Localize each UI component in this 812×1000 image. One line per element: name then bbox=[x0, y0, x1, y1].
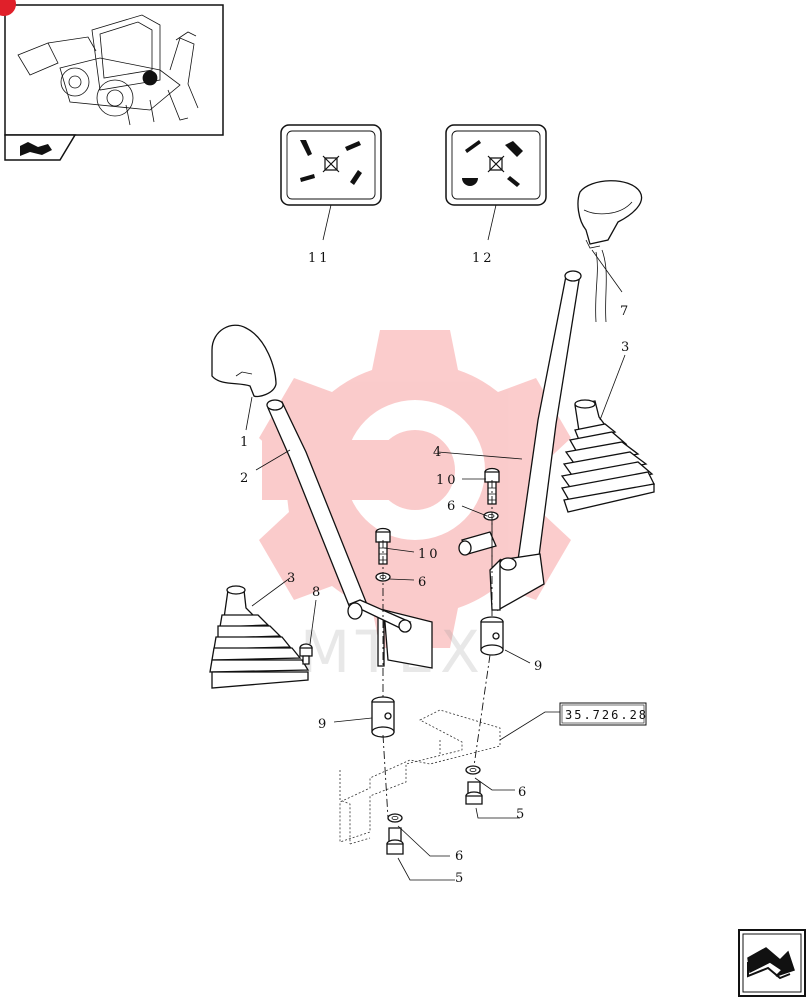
decal-12 bbox=[445, 124, 547, 206]
right-control-lever bbox=[458, 180, 643, 612]
coupler-9-left bbox=[371, 696, 395, 738]
callout-5-left: 5 bbox=[455, 871, 466, 886]
reference-box: 35.726.28 bbox=[559, 702, 648, 726]
right-rubber-boot bbox=[560, 399, 655, 513]
callout-6-a: 6 bbox=[447, 499, 458, 514]
callout-9-left: 9 bbox=[318, 717, 329, 732]
callout-6-c: 6 bbox=[518, 785, 529, 800]
decal-11 bbox=[280, 124, 382, 206]
next-page-arrow-icon[interactable] bbox=[738, 929, 806, 997]
callout-5-right: 5 bbox=[516, 807, 527, 822]
washer-6-c bbox=[465, 765, 481, 775]
callout-6-b: 6 bbox=[418, 575, 429, 590]
screw-10-left bbox=[375, 527, 391, 565]
washer-6-d bbox=[387, 813, 403, 823]
left-rubber-boot bbox=[209, 585, 310, 689]
washer-6-a bbox=[483, 511, 499, 521]
leader-lines bbox=[245, 249, 626, 881]
callout-1: 1 bbox=[240, 435, 251, 450]
base-plate-reference bbox=[339, 709, 501, 845]
corner-badge bbox=[0, 0, 16, 16]
callout-10-right: 10 bbox=[436, 473, 459, 488]
reference-code: 35.726.28 bbox=[565, 708, 648, 722]
backhoe-loader-thumbnail-icon bbox=[17, 14, 199, 126]
left-control-lever bbox=[211, 324, 433, 669]
callout-9-right: 9 bbox=[534, 659, 545, 674]
thumbnail-frame bbox=[4, 4, 224, 161]
section-icon bbox=[20, 142, 52, 156]
callout-11: 11 bbox=[308, 251, 331, 266]
callout-10-left: 10 bbox=[418, 547, 441, 562]
callout-6-d: 6 bbox=[455, 849, 466, 864]
screw-8 bbox=[299, 643, 313, 665]
bolt-5-right bbox=[465, 781, 483, 805]
callout-8: 8 bbox=[312, 585, 323, 600]
callout-2: 2 bbox=[240, 471, 251, 486]
callout-3-right: 3 bbox=[621, 340, 632, 355]
callout-12: 12 bbox=[472, 251, 495, 266]
coupler-9-right bbox=[480, 616, 504, 656]
bolt-5-left bbox=[386, 827, 404, 855]
callout-4: 4 bbox=[433, 445, 444, 460]
callout-7: 7 bbox=[620, 304, 631, 319]
callout-3-left: 3 bbox=[287, 571, 298, 586]
